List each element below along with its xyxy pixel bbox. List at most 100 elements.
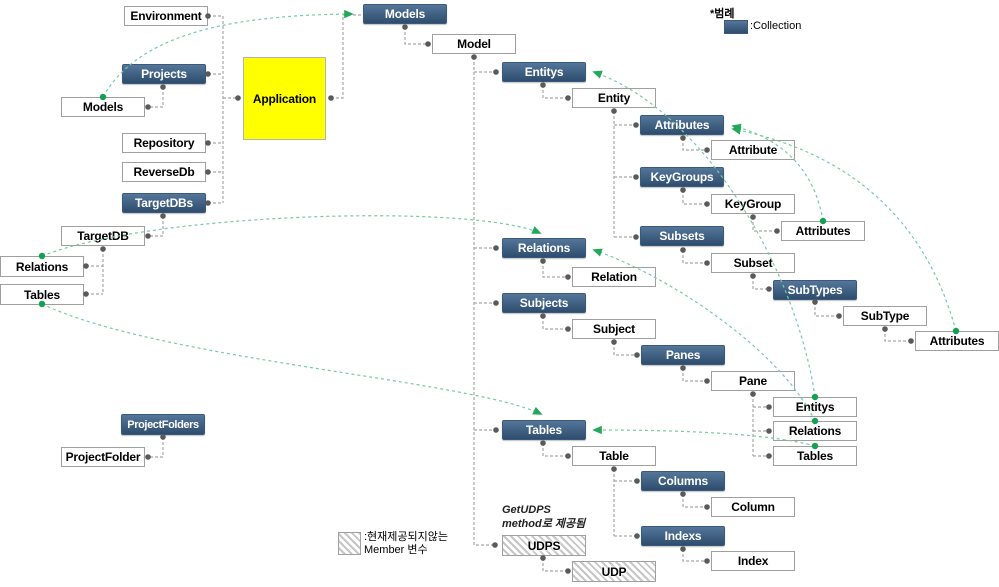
connector-dot bbox=[704, 558, 710, 564]
connector-dot bbox=[160, 84, 166, 90]
node-label: Attributes bbox=[795, 224, 851, 238]
connector-dot bbox=[766, 453, 772, 459]
connector-dot bbox=[680, 546, 686, 552]
annotation-line2: method로 제공됨 bbox=[502, 517, 586, 530]
legend-line2: Member 변수 bbox=[364, 543, 428, 556]
legend-line1: :현재제공되지않는 bbox=[364, 531, 449, 543]
connector-dot bbox=[680, 135, 686, 141]
node-repository: Repository bbox=[122, 133, 206, 153]
connector-dot bbox=[205, 169, 211, 175]
node-subtype: SubType bbox=[843, 306, 927, 326]
node-label: Subsets bbox=[659, 229, 705, 243]
node-label: Table bbox=[599, 449, 629, 463]
node-label: Attributes bbox=[929, 334, 985, 348]
node-targetdbs-collection: TargetDBs bbox=[122, 193, 206, 213]
connector-dot bbox=[766, 428, 772, 434]
node-label: Tables bbox=[526, 423, 562, 437]
connector-dot bbox=[540, 440, 546, 446]
node-label: Pane bbox=[739, 374, 767, 388]
node-projectfolder: ProjectFolder bbox=[61, 447, 145, 467]
node-indexs-collection: Indexs bbox=[641, 526, 725, 546]
node-label: SubTypes bbox=[787, 283, 843, 297]
node-label: Models bbox=[82, 100, 124, 114]
node-models: Models bbox=[61, 97, 145, 117]
connector-dot bbox=[235, 95, 241, 101]
legend-collection: *범례 :Collection bbox=[710, 5, 801, 34]
node-label: Entitys bbox=[795, 400, 835, 414]
node-label: Models bbox=[384, 7, 426, 21]
node-udp: UDP bbox=[572, 561, 656, 582]
connector-dot bbox=[704, 147, 710, 153]
node-columns-collection: Columns bbox=[641, 471, 725, 491]
node-label: Subjects bbox=[519, 296, 569, 310]
node-panes-collection: Panes bbox=[641, 345, 725, 365]
connector-dot bbox=[750, 391, 756, 397]
node-subject: Subject bbox=[572, 319, 656, 339]
node-relations-collection: Relations bbox=[502, 238, 586, 258]
node-label: Relations bbox=[788, 424, 842, 438]
node-relations-ref: Relations bbox=[773, 421, 857, 441]
legend-title: *범례 bbox=[710, 8, 735, 20]
connector-dot bbox=[565, 453, 571, 459]
connector-dot bbox=[205, 140, 211, 146]
connector-dot bbox=[493, 427, 499, 433]
connector-dot bbox=[540, 258, 546, 264]
connector-dot bbox=[680, 247, 686, 253]
connector-dot bbox=[328, 95, 334, 101]
node-label: SubType bbox=[860, 309, 910, 323]
connector-dot bbox=[680, 365, 686, 371]
connector-dot bbox=[540, 555, 546, 561]
node-application: Application bbox=[243, 57, 326, 140]
connector-dot bbox=[633, 234, 639, 240]
node-relations: Relations bbox=[0, 256, 84, 277]
connector-dot bbox=[704, 260, 710, 266]
node-keygroups-collection: KeyGroups bbox=[640, 167, 724, 187]
node-label: Columns bbox=[658, 474, 708, 488]
node-tables-collection: Tables bbox=[502, 420, 586, 440]
node-entity: Entity bbox=[572, 88, 656, 108]
node-label: Index bbox=[737, 554, 769, 568]
connector-dot bbox=[750, 273, 756, 279]
connector-dot bbox=[145, 233, 151, 239]
node-targetdb: TargetDB bbox=[61, 226, 145, 246]
connector-dot bbox=[145, 454, 151, 460]
node-label: Attributes bbox=[654, 118, 710, 132]
connector-dot bbox=[680, 491, 686, 497]
node-label: ReverseDb bbox=[133, 165, 195, 179]
connector-dot bbox=[160, 213, 166, 219]
connector-dot bbox=[493, 69, 499, 75]
node-label: Environment bbox=[130, 9, 202, 23]
node-label: Entity bbox=[597, 91, 631, 105]
connector-dot bbox=[680, 187, 686, 193]
node-column: Column bbox=[711, 497, 795, 517]
node-label: Column bbox=[731, 500, 775, 514]
connector-dot bbox=[471, 54, 477, 60]
connector-dot bbox=[774, 228, 780, 234]
node-relation: Relation bbox=[572, 267, 656, 287]
connector-dot bbox=[704, 201, 710, 207]
connector-dot bbox=[565, 274, 571, 280]
connector-dot bbox=[83, 263, 89, 269]
connector-dot bbox=[565, 568, 571, 574]
node-models-collection: Models bbox=[363, 4, 447, 24]
connector-dot bbox=[205, 200, 211, 206]
node-entitys-ref: Entitys bbox=[773, 397, 857, 417]
node-label: UDP bbox=[601, 564, 627, 579]
connector-dot bbox=[908, 338, 914, 344]
connector-dot bbox=[425, 41, 431, 47]
connector-dot bbox=[205, 71, 211, 77]
connector-dot bbox=[766, 404, 772, 410]
node-label: UDPS bbox=[527, 538, 561, 553]
legend-not-provided: :현재제공되지않는 Member 변수 bbox=[338, 531, 448, 556]
node-attributes-ref: Attributes bbox=[915, 331, 999, 351]
node-label: ProjectFolders bbox=[127, 418, 199, 431]
node-table: Table bbox=[572, 446, 656, 466]
connector-dot bbox=[565, 95, 571, 101]
node-projects-collection: Projects bbox=[122, 64, 206, 84]
node-label: KeyGroup bbox=[724, 197, 782, 211]
connector-dot bbox=[160, 434, 166, 440]
node-label: Entitys bbox=[524, 65, 564, 79]
connector-dot bbox=[704, 504, 710, 510]
node-udps: UDPS bbox=[502, 535, 586, 556]
